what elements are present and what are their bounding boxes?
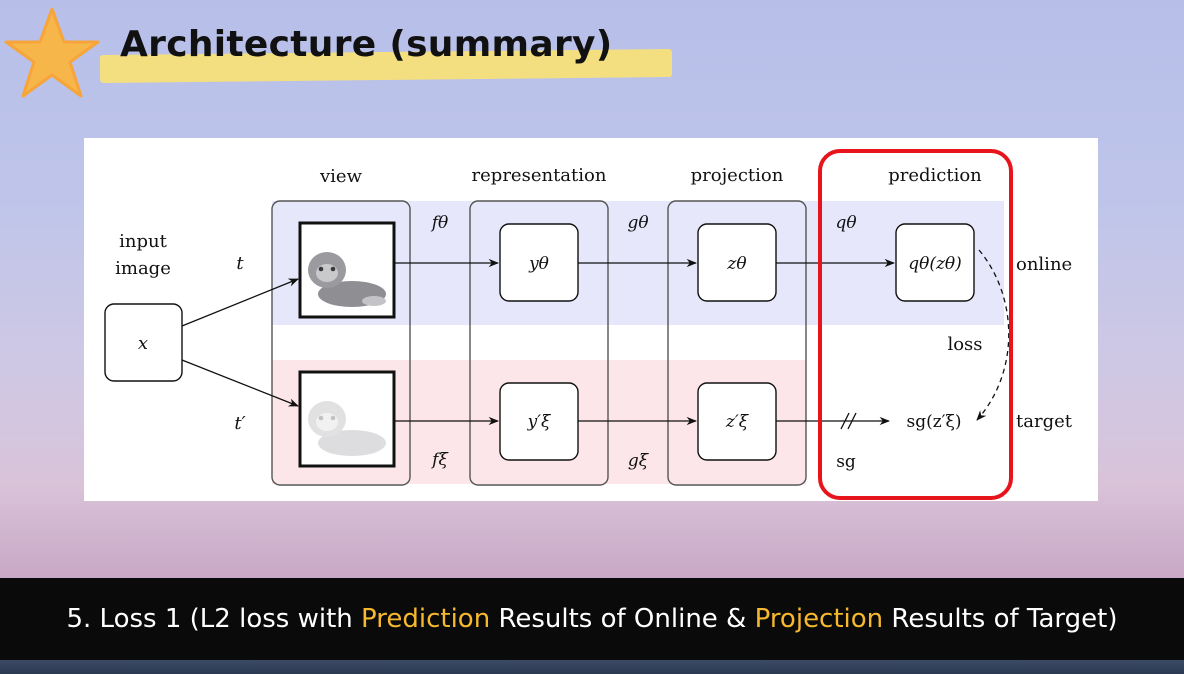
caption-highlight-prediction: Prediction <box>361 604 491 634</box>
input-label-line1: input <box>119 231 167 252</box>
caption-prefix: 5. Loss 1 (L2 loss with <box>66 604 362 634</box>
prediction-online-label: qθ(zθ) <box>908 254 962 274</box>
caption-middle: Results of Online & <box>490 604 755 634</box>
arrow-input-to-online-view <box>181 278 299 327</box>
caption-suffix: Results of Target) <box>883 604 1118 634</box>
slide-title: Architecture (summary) <box>120 24 613 65</box>
sg-label: sg <box>836 452 856 472</box>
loss-dashed-arrow <box>976 249 1010 421</box>
q-online-label: qθ <box>835 213 856 233</box>
architecture-diagram: view representation projection predictio… <box>84 138 1098 501</box>
f-target-label: fξ <box>430 450 449 470</box>
arrow-input-to-target-view <box>181 359 299 407</box>
y-target-label: y′ξ <box>527 412 552 432</box>
title-area: Architecture (summary) <box>0 0 700 110</box>
caption-highlight-projection: Projection <box>754 604 884 634</box>
star-icon <box>4 7 100 98</box>
header-view: view <box>319 166 363 187</box>
input-node-label: x <box>138 333 148 354</box>
header-projection: projection <box>691 165 784 186</box>
z-target-label: z′ξ <box>725 412 750 432</box>
f-online-label: fθ <box>430 213 449 233</box>
input-label-line2: image <box>115 258 171 279</box>
y-online-label: yθ <box>528 254 549 274</box>
target-view-kitten-image <box>308 401 386 456</box>
prediction-online-node <box>895 223 975 302</box>
g-target-label: gξ <box>628 451 650 471</box>
prediction-focus-box <box>818 149 1013 500</box>
g-online-label: gθ <box>627 213 648 233</box>
projection-column-box <box>667 200 807 486</box>
loss-label: loss <box>947 334 982 355</box>
aug-target-label: t′ <box>234 413 245 434</box>
view-column-box <box>271 200 411 486</box>
online-label: online <box>1016 254 1072 275</box>
header-representation: representation <box>472 165 607 186</box>
z-online-label: zθ <box>726 254 746 274</box>
target-label: target <box>1016 411 1073 432</box>
header-prediction: prediction <box>888 165 982 186</box>
stop-gradient-marks <box>840 412 857 430</box>
representation-column-box <box>469 200 609 486</box>
target-view-frame <box>298 370 396 468</box>
aug-online-label: t <box>236 253 244 274</box>
caption-bar: 5. Loss 1 (L2 loss with Prediction Resul… <box>0 578 1184 660</box>
diagram-canvas: view representation projection predictio… <box>104 149 1073 500</box>
online-view-kitten-image <box>308 252 386 307</box>
prediction-target-label: sg(z′ξ) <box>906 412 961 432</box>
input-node-box <box>104 303 183 382</box>
